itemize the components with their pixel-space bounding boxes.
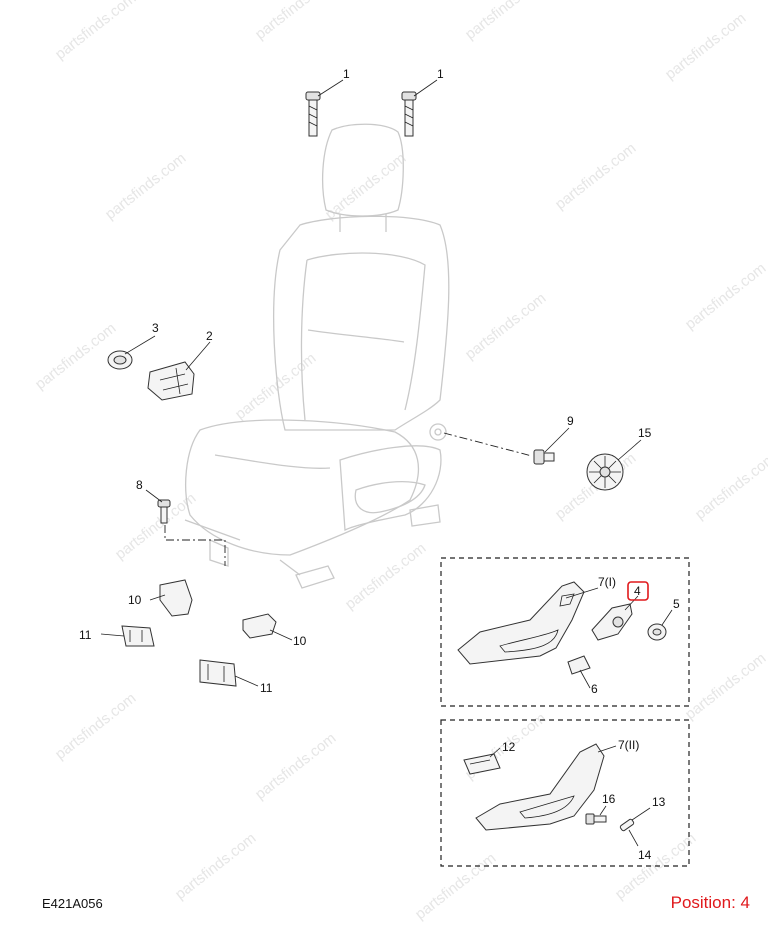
callout-11-right: 11 xyxy=(260,681,273,695)
cap-part-3 xyxy=(107,350,133,370)
callout-14: 14 xyxy=(638,848,652,862)
callout-6: 6 xyxy=(591,682,598,696)
watermark-text: partsfinds.com xyxy=(682,650,768,723)
lever-part-6 xyxy=(567,655,591,675)
watermark-text: partsfinds.com xyxy=(252,0,339,43)
callout-2: 2 xyxy=(206,329,213,343)
bolt-part-1-right xyxy=(401,91,417,137)
side-panel-part-7-ii xyxy=(475,743,605,831)
callout-12: 12 xyxy=(502,740,516,754)
watermark-text: partsfinds.com xyxy=(322,150,409,223)
clip-part-13-14 xyxy=(619,818,635,832)
watermark-text: partsfinds.com xyxy=(692,450,768,523)
clip-part-11-right xyxy=(199,659,237,687)
side-panel-part-7-i xyxy=(457,581,585,665)
callout-15: 15 xyxy=(638,426,652,440)
callout-1-right: 1 xyxy=(437,67,444,81)
callout-7-ii: 7(II) xyxy=(618,738,639,752)
bracket-part-2 xyxy=(147,361,195,401)
callout-10-right: 10 xyxy=(293,634,307,648)
watermark-text: partsfinds.com xyxy=(252,730,339,803)
watermark-text: partsfinds.com xyxy=(462,290,549,363)
leader-lines xyxy=(100,79,673,847)
clip-part-11-left xyxy=(121,625,155,647)
watermark-text: partsfinds.com xyxy=(682,260,768,333)
cover-part-10-right xyxy=(242,613,277,639)
ring-part-5 xyxy=(647,623,667,641)
callout-7-i: 7(I) xyxy=(598,575,616,589)
callout-5: 5 xyxy=(673,597,680,611)
axis-line-9 xyxy=(443,432,533,457)
position-label: Position: 4 xyxy=(670,893,750,912)
callout-11-left: 11 xyxy=(79,628,92,642)
callout-4: 4 xyxy=(634,584,641,598)
highlight-box-callout-4 xyxy=(627,581,649,601)
callout-1-left: 1 xyxy=(343,67,350,81)
screw-part-16 xyxy=(585,813,607,825)
callout-8: 8 xyxy=(136,478,143,492)
axis-line-8 xyxy=(164,525,226,566)
watermark-text: partsfinds.com xyxy=(172,830,259,903)
watermark-text: partsfinds.com xyxy=(102,150,189,223)
watermark-text: partsfinds.com xyxy=(462,0,549,43)
bolt-part-1-left xyxy=(305,91,321,137)
callout-3: 3 xyxy=(152,321,159,335)
watermark-text: partsfinds.com xyxy=(662,10,749,83)
knob-part-15 xyxy=(586,453,624,491)
switch-part-4 xyxy=(591,603,633,641)
callout-9: 9 xyxy=(567,414,574,428)
callout-10-left: 10 xyxy=(128,593,142,607)
module-part-12 xyxy=(463,753,501,775)
figure-code: E421A056 xyxy=(42,896,103,911)
seat-illustration xyxy=(184,123,450,589)
watermark-text: partsfinds.com xyxy=(32,320,119,393)
variant-box-2 xyxy=(440,719,690,867)
watermark-text: partsfinds.com xyxy=(412,850,499,923)
watermark-text: partsfinds.com xyxy=(52,690,139,763)
callout-13: 13 xyxy=(652,795,666,809)
watermark-text: partsfinds.com xyxy=(52,0,139,63)
screw-part-9 xyxy=(533,449,555,465)
watermark-text: partsfinds.com xyxy=(552,140,639,213)
watermark-text: partsfinds.com xyxy=(342,540,429,613)
callouts: 1 1 3 2 9 15 8 10 10 11 11 7(I) 4 5 6 12… xyxy=(79,67,680,862)
callout-16: 16 xyxy=(602,792,616,806)
cover-part-10-left xyxy=(159,579,193,617)
